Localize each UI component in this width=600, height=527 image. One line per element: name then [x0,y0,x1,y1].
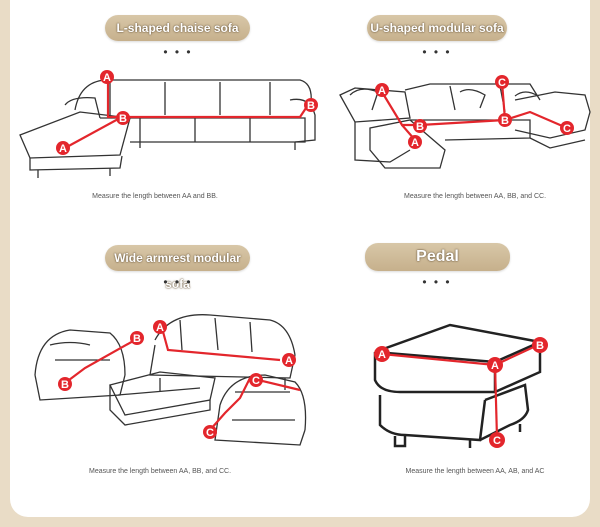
svg-text:B: B [307,100,315,112]
svg-text:B: B [133,333,141,345]
u-shaped-sofa-diagram: A B A C B C [339,75,591,169]
marker-b-left: B [116,111,130,125]
svg-text:B: B [536,340,544,352]
panel-title: U-shaped modular sofa [367,15,507,41]
svg-text:A: A [378,85,386,97]
panel-caption: Measure the length between AA, BB, and C… [88,468,232,475]
marker-a-top: A [100,70,114,84]
marker-c-bottom: C [203,425,217,439]
svg-text:A: A [103,72,111,84]
svg-text:C: C [563,123,571,135]
marker-b-right: B [304,98,318,112]
marker-a-right: A [282,353,296,367]
panel-caption: Measure the length between AA, AB, and A… [405,468,545,475]
svg-text:B: B [416,121,424,133]
separator-dots: • • • [422,45,452,59]
marker-a-top: A [375,83,389,97]
marker-b-right: B [498,113,512,127]
marker-b-left: B [58,377,72,391]
marker-a-bottom: A [56,141,70,155]
svg-text:A: A [411,137,419,149]
separator-dots: • • • [163,45,193,59]
svg-text:A: A [285,355,293,367]
svg-text:C: C [493,435,501,447]
separator-dots: • • • [422,275,452,289]
panel-caption: Measure the length between AA and BB. [92,193,218,200]
marker-a-center: A [487,357,503,373]
svg-text:A: A [491,360,499,372]
panel-caption: Measure the length between AA, BB, and C… [403,193,547,200]
marker-a-top: A [153,320,167,334]
panel-title: Pedal [365,243,510,271]
svg-text:B: B [501,115,509,127]
instruction-card: L-shaped chaise sofa • • • [10,0,591,517]
svg-text:C: C [206,427,214,439]
marker-a-left: A [374,346,390,362]
svg-text:A: A [59,143,67,155]
marker-b-right: B [532,337,548,353]
pedal-ottoman-diagram: A A B C [373,323,548,448]
panel-title: Wide armrest modular sofa [105,245,250,291]
svg-text:C: C [252,375,260,387]
marker-c-bottom: C [489,432,505,448]
marker-b-mid: B [130,331,144,345]
marker-a-bottom: A [408,135,422,149]
svg-text:A: A [156,322,164,334]
marker-c-top: C [249,373,263,387]
svg-text:B: B [119,113,127,125]
marker-c-right: C [560,121,574,135]
svg-text:A: A [378,349,386,361]
marker-c-top: C [495,75,509,89]
svg-text:C: C [498,77,506,89]
separator-dots: • • • [163,275,193,289]
svg-text:B: B [61,379,69,391]
marker-b-left: B [413,119,427,133]
l-shaped-sofa-diagram: A B B A [19,70,318,178]
wide-armrest-sofa-diagram: B B A A C C [34,314,307,446]
panel-title: L-shaped chaise sofa [105,15,250,41]
